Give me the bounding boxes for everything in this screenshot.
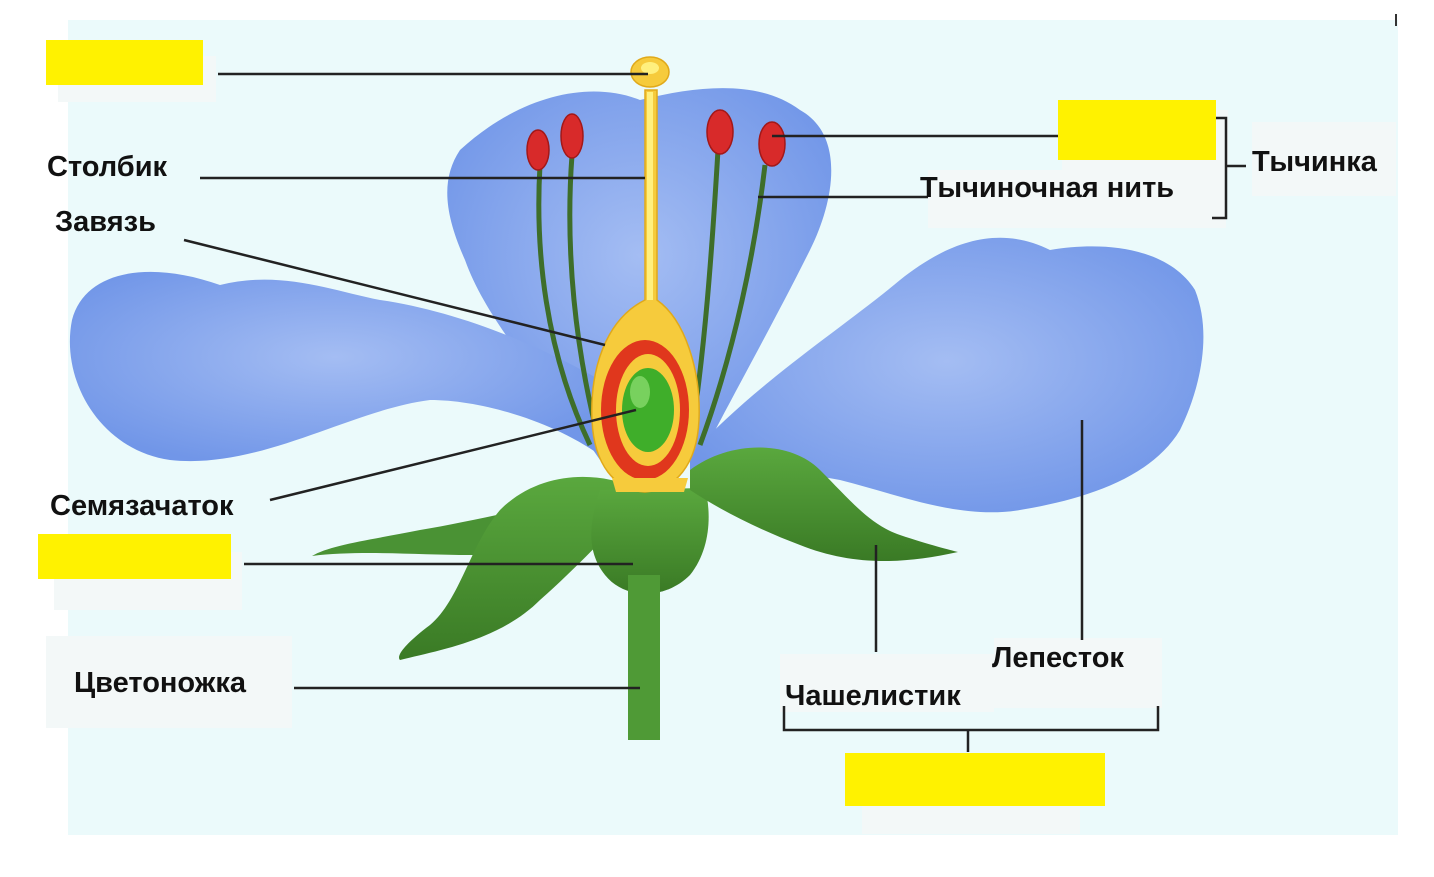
anthers: [526, 109, 786, 171]
answer-box-stigma[interactable]: [46, 40, 203, 85]
anther-1: [526, 129, 550, 171]
pistil: [591, 56, 700, 493]
ovule: [622, 368, 674, 452]
pedicel-stem: [628, 575, 660, 740]
answer-box-receptacle[interactable]: [38, 534, 231, 579]
answer-box-perianth[interactable]: [845, 753, 1105, 806]
label-filament: Тычиночная нить: [920, 172, 1175, 204]
leader-ovary: [183, 238, 606, 347]
label-pedicel: Цветоножка: [74, 667, 246, 699]
receptacle: [612, 478, 688, 492]
anther-2: [560, 113, 584, 159]
sepal-left-front: [399, 476, 640, 660]
answer-box-anther[interactable]: [1058, 100, 1216, 160]
petal-right: [690, 237, 1204, 513]
sepal-center: [591, 488, 709, 594]
sepals: [312, 447, 958, 660]
petals: [69, 88, 1204, 513]
style-highlight: [647, 92, 653, 300]
label-style: Столбик: [47, 151, 168, 183]
label-ovule: Семязачаток: [50, 490, 234, 522]
bracket-stamen: [1212, 116, 1228, 220]
filament-2: [567, 154, 603, 446]
anther-4: [758, 121, 786, 167]
label-petal: Лепесток: [992, 642, 1124, 674]
stigma-highlight: [641, 62, 659, 74]
label-stamen: Тычинка: [1252, 146, 1377, 178]
ovule-highlight: [630, 376, 650, 408]
bracket-perianth: [782, 706, 1160, 732]
leader-lines: [183, 72, 1246, 752]
leader-ovule: [269, 408, 637, 502]
label-sepal: Чашелистик: [785, 680, 961, 712]
filament-1: [536, 164, 593, 447]
answer-boxes: [38, 40, 1216, 806]
petal-left: [69, 271, 600, 462]
sepal-right: [690, 447, 958, 562]
anther-3: [706, 109, 734, 155]
label-ovary: Завязь: [55, 206, 156, 238]
